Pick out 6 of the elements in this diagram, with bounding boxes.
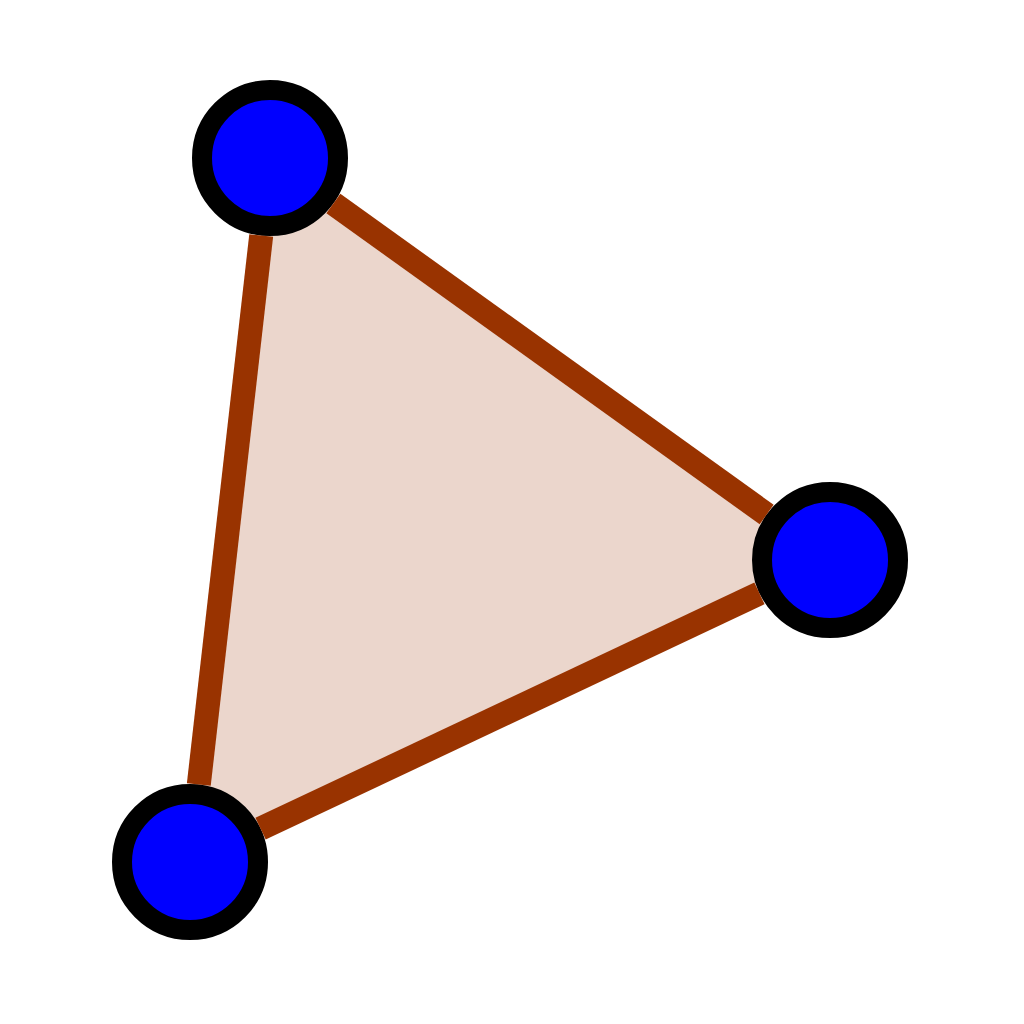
edge-line	[255, 582, 765, 840]
edge-line	[326, 193, 774, 525]
vertex-circle	[752, 482, 908, 638]
edge-line	[186, 234, 274, 786]
vertex-circle	[192, 80, 348, 236]
vertex-circle	[112, 784, 268, 940]
